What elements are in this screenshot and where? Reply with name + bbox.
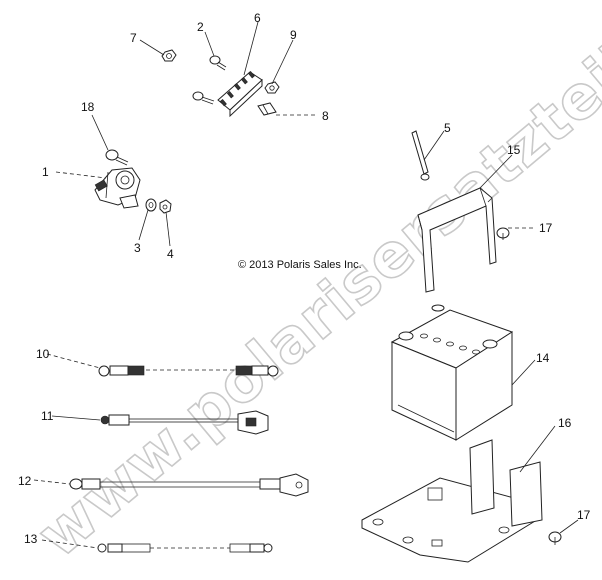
part-8-clip[interactable] — [257, 102, 277, 116]
part-1-solenoid[interactable] — [94, 167, 141, 209]
leader-lines — [33, 21, 579, 549]
part-17-bolt-b[interactable] — [548, 531, 562, 545]
callout-14: 14 — [536, 351, 550, 365]
part-9-nut[interactable] — [264, 81, 280, 94]
callout-9: 9 — [290, 28, 297, 42]
callout-11: 11 — [41, 409, 54, 423]
part-6-fuse-block[interactable] — [217, 70, 263, 118]
part-12-cable[interactable] — [69, 473, 309, 497]
part-3-washer[interactable] — [145, 198, 157, 212]
part-4-nut[interactable] — [159, 199, 172, 214]
callout-1: 1 — [42, 165, 49, 179]
callout-5: 5 — [444, 121, 451, 135]
callout-4: 4 — [167, 247, 174, 261]
part-7-nut[interactable] — [161, 49, 177, 62]
callout-6: 6 — [254, 11, 261, 25]
callout-17-lower: 17 — [577, 508, 591, 522]
part-11-cable[interactable] — [100, 410, 269, 435]
part-17-bolt-a[interactable] — [496, 227, 510, 240]
part-5-strap[interactable] — [411, 130, 430, 181]
part-13-cable[interactable] — [97, 543, 273, 553]
callout-15: 15 — [507, 143, 521, 157]
callout-3: 3 — [134, 241, 141, 255]
callout-2: 2 — [197, 20, 204, 34]
callout-7: 7 — [130, 31, 137, 45]
part-14-battery[interactable] — [390, 304, 514, 441]
callouts: 7 2 6 9 8 18 1 3 4 5 15 17 14 16 17 10 1… — [18, 11, 591, 546]
part-10-cable[interactable] — [98, 365, 279, 377]
callout-12: 12 — [18, 474, 32, 488]
callout-16: 16 — [558, 416, 572, 430]
callout-10: 10 — [36, 347, 50, 361]
part-15-battery-bracket[interactable] — [417, 187, 497, 293]
part-2-screw[interactable] — [209, 55, 227, 71]
fuse-block-bolt[interactable] — [192, 91, 215, 105]
part-16-battery-tray[interactable] — [361, 439, 543, 563]
callout-17-upper: 17 — [539, 221, 553, 235]
callout-8: 8 — [322, 109, 329, 123]
callout-18: 18 — [81, 100, 95, 114]
callout-13: 13 — [24, 532, 38, 546]
copyright-text: © 2013 Polaris Sales Inc. — [238, 259, 362, 271]
part-18-screw[interactable] — [105, 149, 129, 166]
